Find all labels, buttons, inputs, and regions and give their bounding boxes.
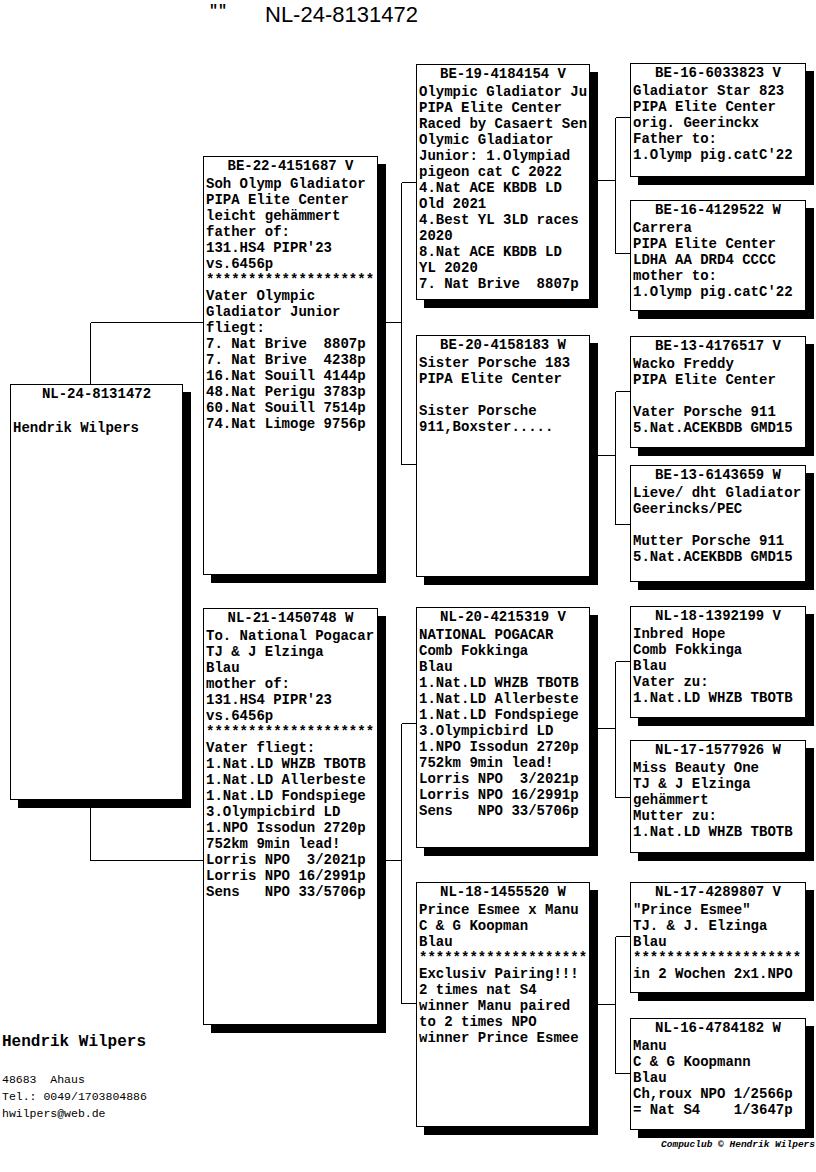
box-text: Carrera PIPA Elite Center LDHA AA DRD4 C…: [631, 220, 805, 300]
ring-number: NL-24-8131472: [11, 385, 182, 404]
pedigree-box-dam-dam-dam: NL-16-4784182 WManu C & G Koopmann Blau …: [630, 1018, 806, 1130]
pedigree-box-dam-dam: NL-18-1455520 WPrince Esmee x Manu C & G…: [416, 882, 590, 1127]
page-title-ring: NL-24-8131472: [265, 2, 418, 28]
ring-number: BE-19-4184154 V: [417, 65, 589, 84]
pedigree-box-sire-dam: BE-20-4158183 WSister Porsche 183 PIPA E…: [416, 335, 590, 577]
owner-name: Hendrik Wilpers: [2, 1033, 146, 1051]
box-text: Gladiator Star 823 PIPA Elite Center ori…: [631, 83, 805, 163]
box-text: Soh Olymp Gladiator PIPA Elite Center le…: [204, 176, 377, 432]
box-text: Wacko Freddy PIPA Elite Center Vater Por…: [631, 356, 805, 436]
ring-number: BE-16-4129522 W: [631, 201, 805, 220]
box-text: Manu C & G Koopmann Blau Ch,roux NPO 1/2…: [631, 1038, 805, 1118]
pedigree-box-sire-sire-dam: BE-16-4129522 WCarrera PIPA Elite Center…: [630, 200, 806, 311]
pedigree-box-sire: BE-22-4151687 VSoh Olymp Gladiator PIPA …: [203, 156, 378, 575]
ring-number: NL-20-4215319 V: [417, 608, 589, 627]
ring-number: NL-16-4784182 W: [631, 1019, 805, 1038]
box-text: NATIONAL POGACAR Comb Fokkinga Blau 1.Na…: [417, 627, 589, 819]
ring-number: BE-16-6033823 V: [631, 64, 805, 83]
ring-number: NL-18-1455520 W: [417, 883, 589, 902]
owner-contact: 48683 Ahaus Tel.: 0049/1703804886 hwilpe…: [2, 1071, 147, 1122]
box-text: Prince Esmee x Manu C & G Koopman Blau *…: [417, 902, 589, 1046]
pedigree-box-sire-dam-dam: BE-13-6143659 WLieve/ dht Gladiator Geer…: [630, 465, 806, 582]
box-text: Miss Beauty One TJ & J Elzinga gehämmert…: [631, 760, 805, 840]
credit-line: Compuclub © Hendrik Wilpers: [661, 1139, 815, 1150]
pedigree-box-subject: NL-24-8131472 Hendrik Wilpers: [10, 384, 183, 800]
ring-number: NL-17-4289807 V: [631, 883, 805, 902]
ring-number: NL-18-1392199 V: [631, 607, 805, 626]
pedigree-box-dam-sire-dam: NL-17-1577926 WMiss Beauty One TJ & J El…: [630, 740, 806, 853]
box-text: Olympic Gladiator Ju PIPA Elite Center R…: [417, 84, 589, 292]
pedigree-box-sire-dam-sire: BE-13-4176517 VWacko Freddy PIPA Elite C…: [630, 336, 806, 448]
pedigree-box-dam: NL-21-1450748 WTo. National Pogacar TJ &…: [203, 608, 378, 1025]
ring-number: BE-20-4158183 W: [417, 336, 589, 355]
pedigree-box-dam-sire: NL-20-4215319 VNATIONAL POGACAR Comb Fok…: [416, 607, 590, 848]
pigeon-name-mark: "": [209, 3, 227, 20]
ring-number: NL-21-1450748 W: [204, 609, 377, 628]
ring-number: BE-13-6143659 W: [631, 466, 805, 485]
pedigree-box-sire-sire-sire: BE-16-6033823 VGladiator Star 823 PIPA E…: [630, 63, 806, 177]
pedigree-box-dam-dam-sire: NL-17-4289807 V"Prince Esmee" TJ. & J. E…: [630, 882, 806, 993]
box-text: Sister Porsche 183 PIPA Elite Center Sis…: [417, 355, 589, 435]
box-text: Hendrik Wilpers: [11, 404, 182, 436]
ring-number: NL-17-1577926 W: [631, 741, 805, 760]
box-text: Lieve/ dht Gladiator Geerincks/PEC Mutte…: [631, 485, 805, 565]
box-text: To. National Pogacar TJ & J Elzinga Blau…: [204, 628, 377, 900]
ring-number: BE-22-4151687 V: [204, 157, 377, 176]
pedigree-box-sire-sire: BE-19-4184154 VOlympic Gladiator Ju PIPA…: [416, 64, 590, 300]
box-text: Inbred Hope Comb Fokkinga Blau Vater zu:…: [631, 626, 805, 706]
pedigree-box-dam-sire-sire: NL-18-1392199 VInbred Hope Comb Fokkinga…: [630, 606, 806, 718]
box-text: "Prince Esmee" TJ. & J. Elzinga Blau ***…: [631, 902, 805, 982]
ring-number: BE-13-4176517 V: [631, 337, 805, 356]
